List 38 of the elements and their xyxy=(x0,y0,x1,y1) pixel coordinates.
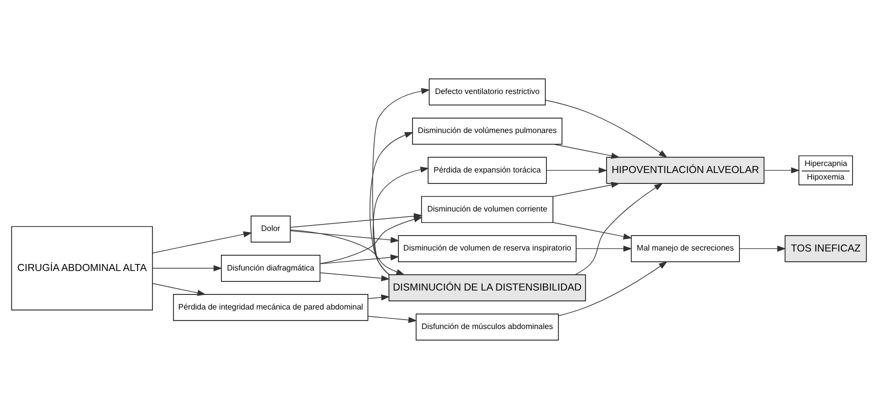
node-box: HIPOVENTILACIÓN ALVEOLAR xyxy=(606,156,764,184)
arrow xyxy=(320,272,390,281)
arrow xyxy=(764,166,800,173)
node-box: Mal manejo de secreciones xyxy=(630,234,740,262)
node-box: Hipercapnia Hipoxemia xyxy=(798,154,853,185)
arrow xyxy=(552,181,620,196)
arrow xyxy=(546,166,608,173)
arrow xyxy=(552,222,632,240)
arrow xyxy=(152,230,252,253)
arrow xyxy=(576,245,632,252)
arrow xyxy=(558,260,668,316)
node-box: Disminución de volumen corriente xyxy=(421,196,554,222)
node-box: Disminución de volumen de reserva inspiratorio xyxy=(398,234,576,262)
node-box: Pérdida de expansión torácica xyxy=(428,156,547,184)
node-box: Pérdida de integridad mecánica de pared abdominal xyxy=(173,294,368,320)
arrow xyxy=(545,99,668,158)
arrow xyxy=(553,143,620,158)
arrow xyxy=(320,216,423,264)
node-box: TOS INEFICAZ xyxy=(784,234,867,262)
node-box: CIRUGÍA ABDOMINAL ALTA xyxy=(11,226,153,310)
arrow xyxy=(574,182,663,275)
arrow xyxy=(372,166,430,274)
arrow xyxy=(739,245,786,252)
node-box: Disfunción de músculos abdominales xyxy=(416,313,559,340)
arrow xyxy=(320,254,400,264)
node-box: Defecto ventilatorio restrictivo xyxy=(428,78,546,105)
arrow xyxy=(152,264,222,271)
arrow xyxy=(372,88,430,274)
arrow xyxy=(290,229,405,275)
node-box: Disfunción diafragmática xyxy=(220,254,320,282)
node-box: DISMINUCIÓN DE LA DISTENSIBILIDAD xyxy=(388,274,586,301)
node-box: Dolor xyxy=(250,215,291,242)
arrow xyxy=(368,315,418,322)
arrow xyxy=(152,282,206,296)
node-box: Disminución de volúmenes pulmonares xyxy=(412,117,562,144)
arrow xyxy=(370,132,414,274)
arrow xyxy=(290,230,400,242)
arrow xyxy=(368,294,390,300)
